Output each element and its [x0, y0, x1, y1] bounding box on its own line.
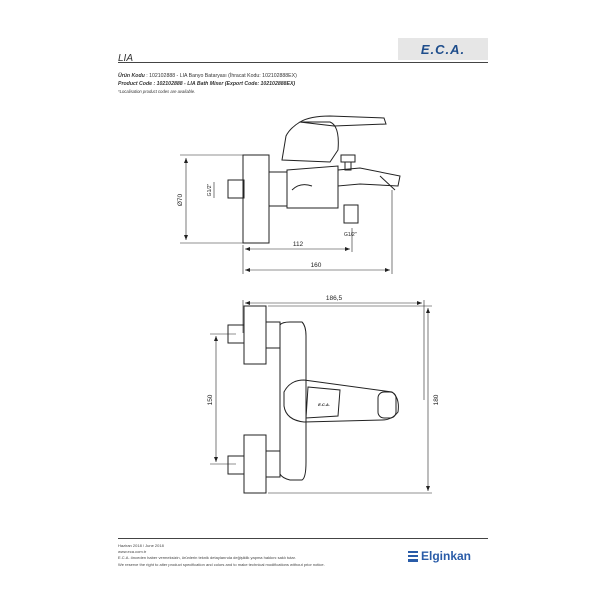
- front-body: [279, 321, 307, 481]
- footer-disclaimer-tr: E.C.A. önceden haber vermeksizin, ürünle…: [118, 555, 296, 561]
- footer-website: www.eca.com.tr: [118, 549, 147, 555]
- front-top-nut: [265, 321, 281, 349]
- side-cartridge: [281, 121, 339, 163]
- front-bottom-inlet: [227, 455, 245, 475]
- footer-disclaimer-en: We reserve the right to alter product sp…: [118, 561, 325, 567]
- front-bottom-nut: [265, 450, 281, 478]
- dim-thread-bottom: G1/2": [344, 232, 357, 238]
- side-inlet-thread: [227, 179, 245, 199]
- dim-150: 150: [207, 394, 214, 405]
- side-spout: [337, 167, 401, 187]
- lever-logo: E.C.A.: [318, 402, 330, 407]
- footer-info: Haziran 2018 / June 2018 www.eca.com.tr …: [118, 543, 325, 568]
- dim-diameter-70: Ø70: [177, 193, 184, 206]
- product-info: Ürün Kodu : 102102888 - LIA Banyo Batary…: [118, 73, 297, 96]
- localisation-note: *Localisation product codes are availabl…: [118, 89, 196, 95]
- dim-186-5: 186,5: [326, 295, 343, 302]
- footer-date: Haziran 2018 / June 2018: [118, 543, 164, 548]
- elginkan-brand-text: Elginkan: [421, 549, 472, 563]
- side-connector-nut: [268, 171, 288, 207]
- header-divider: [118, 62, 488, 63]
- side-hose-outlet: [343, 204, 359, 224]
- dim-thread-top: G1/2": [207, 183, 213, 196]
- footer-divider: [118, 538, 488, 539]
- side-body: [286, 165, 339, 209]
- dim-112: 112: [293, 241, 304, 248]
- dim-160: 160: [311, 262, 322, 269]
- side-wall-plate: [242, 154, 270, 244]
- side-diverter-knob: [340, 154, 356, 163]
- elginkan-mark-icon: [408, 550, 418, 562]
- eca-logo: E.C.A.: [398, 38, 488, 60]
- front-bottom-wall-plate: [243, 434, 267, 494]
- elginkan-logo: Elginkan: [408, 549, 471, 563]
- side-lever: [298, 115, 387, 127]
- front-lever: [283, 379, 399, 423]
- front-top-wall-plate: [243, 305, 267, 365]
- dim-180: 180: [433, 394, 440, 405]
- product-code-tr: Ürün Kodu : 102102888 - LIA Banyo Batary…: [118, 73, 297, 79]
- product-code-en: Product Code : 102102888 - LIA Bath Mixe…: [118, 80, 296, 87]
- product-title: LIA: [118, 53, 134, 64]
- eca-logo-text: E.C.A.: [420, 41, 466, 57]
